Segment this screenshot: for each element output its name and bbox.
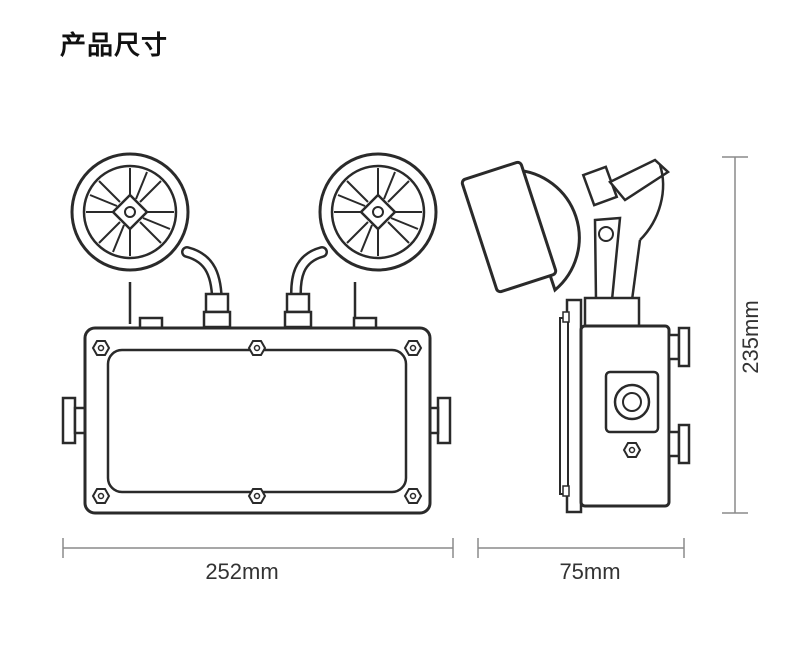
front-view [61,152,452,515]
right-lamp-head [318,152,438,272]
front-panel [106,348,408,494]
side-lamp-head [460,160,558,294]
side-view [460,158,691,514]
depth-dimension-label: 75mm [559,559,620,584]
width-dimension-label: 252mm [205,559,278,584]
page-title: 产品尺寸 [60,31,169,61]
height-dimension-label: 235mm [738,300,763,373]
left-lamp-head [70,152,190,272]
